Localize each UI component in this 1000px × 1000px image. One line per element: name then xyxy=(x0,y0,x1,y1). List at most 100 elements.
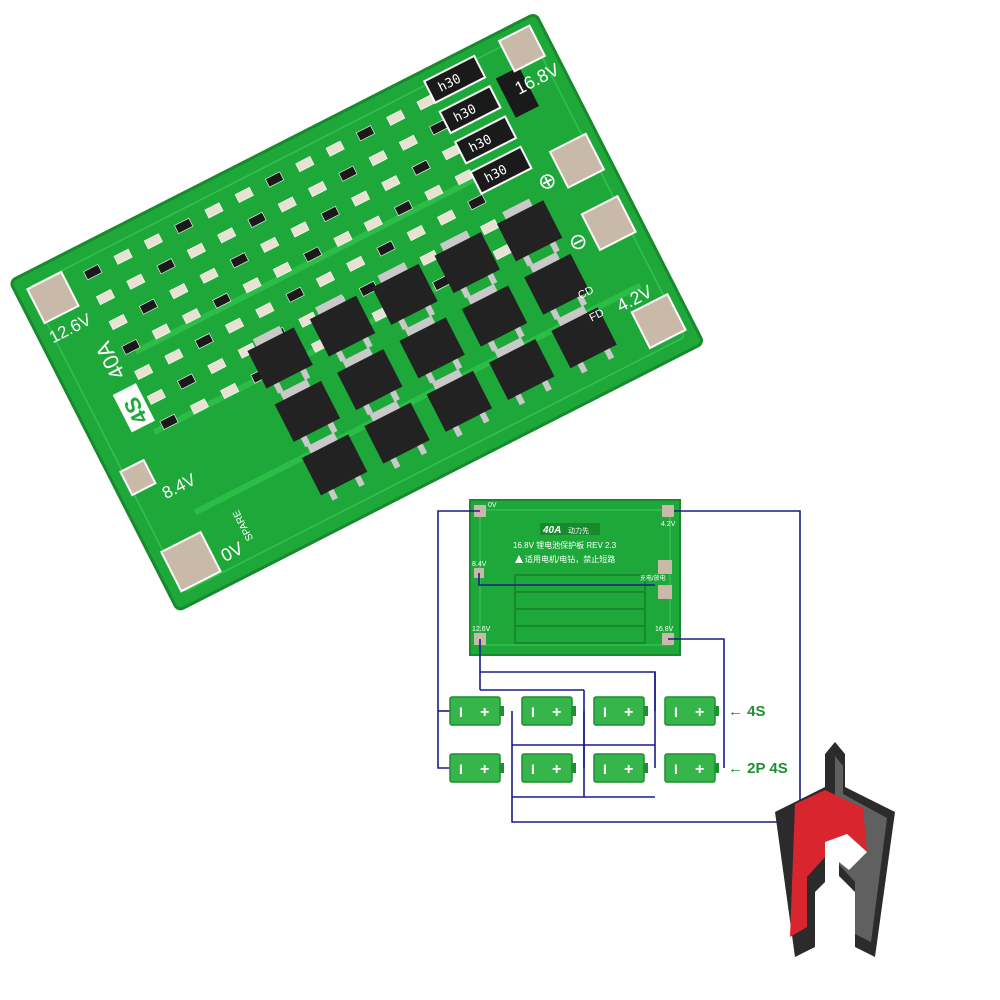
smd-component xyxy=(186,242,206,259)
cell-plus-sign: + xyxy=(624,704,633,721)
smd-component xyxy=(220,382,240,400)
smd-component xyxy=(121,338,141,356)
mosfet xyxy=(337,347,403,416)
mosfet xyxy=(461,283,528,352)
smd-component xyxy=(83,264,103,281)
smd-component xyxy=(315,271,335,288)
cell-minus-sign: I xyxy=(674,704,678,720)
mosfet xyxy=(364,400,430,469)
diagram-label-4v2: 4.2V xyxy=(661,521,676,528)
smd-component xyxy=(320,205,340,223)
cell-plus-sign: + xyxy=(695,704,704,721)
diagram-pin-plus xyxy=(658,585,672,599)
mosfet xyxy=(309,293,376,362)
cell-plus-sign: + xyxy=(480,704,489,721)
pad-minus xyxy=(580,194,637,252)
smd-component xyxy=(398,134,419,151)
warning-icon xyxy=(515,555,523,563)
mosfet xyxy=(247,325,313,394)
smd-component xyxy=(325,140,345,157)
smd-component xyxy=(234,186,254,204)
mosfet xyxy=(434,230,500,299)
smd-component xyxy=(290,221,310,238)
diagram-label-charge: 充电/放电 xyxy=(640,574,666,582)
battery-cell: I+ xyxy=(449,753,504,783)
smd-component xyxy=(376,240,396,257)
smd-component xyxy=(174,217,194,234)
diagram-board-title-cn: 动力先 xyxy=(568,526,589,535)
smd-component xyxy=(181,308,202,325)
pad-8v4 xyxy=(119,458,157,497)
battery-cell: I+ xyxy=(521,753,576,783)
pad-4v2 xyxy=(630,292,687,350)
smd-component xyxy=(424,184,444,201)
battery-cell: I+ xyxy=(664,696,719,726)
smd-component xyxy=(411,159,431,176)
smd-component xyxy=(164,348,184,365)
shunt-resistor: h30 xyxy=(438,84,502,135)
smd-component xyxy=(277,196,297,213)
row-label-2p4s: ← 2P 4S xyxy=(728,760,788,777)
smd-component xyxy=(393,200,414,217)
smd-components xyxy=(83,94,512,430)
smd-component xyxy=(108,314,128,331)
mosfet xyxy=(496,198,563,267)
diagram-pin-4v2 xyxy=(662,505,674,517)
battery-cell: I+ xyxy=(521,696,576,726)
shunt-resistor: h30 xyxy=(469,145,533,195)
smd-component xyxy=(204,202,224,219)
smd-component xyxy=(363,215,383,232)
smd-component xyxy=(358,280,378,297)
smd-component xyxy=(242,277,262,294)
diagram-board-warning: 适用电机/电钻，禁止短路 xyxy=(525,554,615,564)
cell-minus-sign: I xyxy=(531,704,535,720)
cell-minus-sign: I xyxy=(674,761,678,777)
cell-minus-sign: I xyxy=(459,704,463,720)
smd-component xyxy=(381,175,401,192)
label-fd: FD xyxy=(588,307,607,324)
battery-cell: I+ xyxy=(449,696,504,726)
cell-plus-sign: + xyxy=(552,761,561,778)
smd-component xyxy=(303,246,323,263)
shunt-resistor: h30 xyxy=(422,54,487,105)
diagram-label-12v6: 12.6V xyxy=(472,626,491,633)
smd-component xyxy=(333,230,353,247)
smd-component xyxy=(298,311,318,328)
smd-component xyxy=(368,150,388,167)
smd-component xyxy=(199,267,219,284)
smd-component xyxy=(237,342,257,359)
smd-component xyxy=(134,363,154,380)
smd-component xyxy=(159,413,179,430)
wires xyxy=(437,510,801,823)
diagram-label-0v: 0V xyxy=(488,502,497,509)
shunt-resistor: h30 xyxy=(453,115,518,165)
cell-plus-sign: + xyxy=(624,761,633,778)
cell-minus-sign: I xyxy=(603,704,607,720)
smd-component xyxy=(146,388,166,405)
cell-plus-sign: + xyxy=(552,704,561,721)
mosfet-array xyxy=(247,198,617,501)
smd-component xyxy=(156,258,176,275)
battery-cell: I+ xyxy=(593,696,648,726)
diagram-pin-minus xyxy=(658,560,672,574)
diagram-label-8v4: 8.4V xyxy=(472,561,487,568)
pad-16v8 xyxy=(497,24,547,73)
smd-component xyxy=(272,261,292,278)
smd-component xyxy=(285,286,305,303)
mosfet xyxy=(426,369,493,438)
diagram-board-subtitle: 16.8V 锂电池保护板 REV 2.3 xyxy=(513,540,617,550)
smd-component xyxy=(247,211,267,228)
mosfet xyxy=(372,262,438,331)
smd-component xyxy=(95,289,116,306)
battery-cell: I+ xyxy=(664,753,719,783)
mosfet xyxy=(399,315,465,384)
smd-component xyxy=(138,298,159,315)
mosfet xyxy=(274,379,341,448)
smd-component xyxy=(419,249,439,267)
smd-component xyxy=(207,357,227,375)
smd-component xyxy=(260,236,280,253)
pad-plus xyxy=(548,132,606,189)
cell-minus-sign: I xyxy=(603,761,607,777)
smd-component xyxy=(229,252,249,269)
